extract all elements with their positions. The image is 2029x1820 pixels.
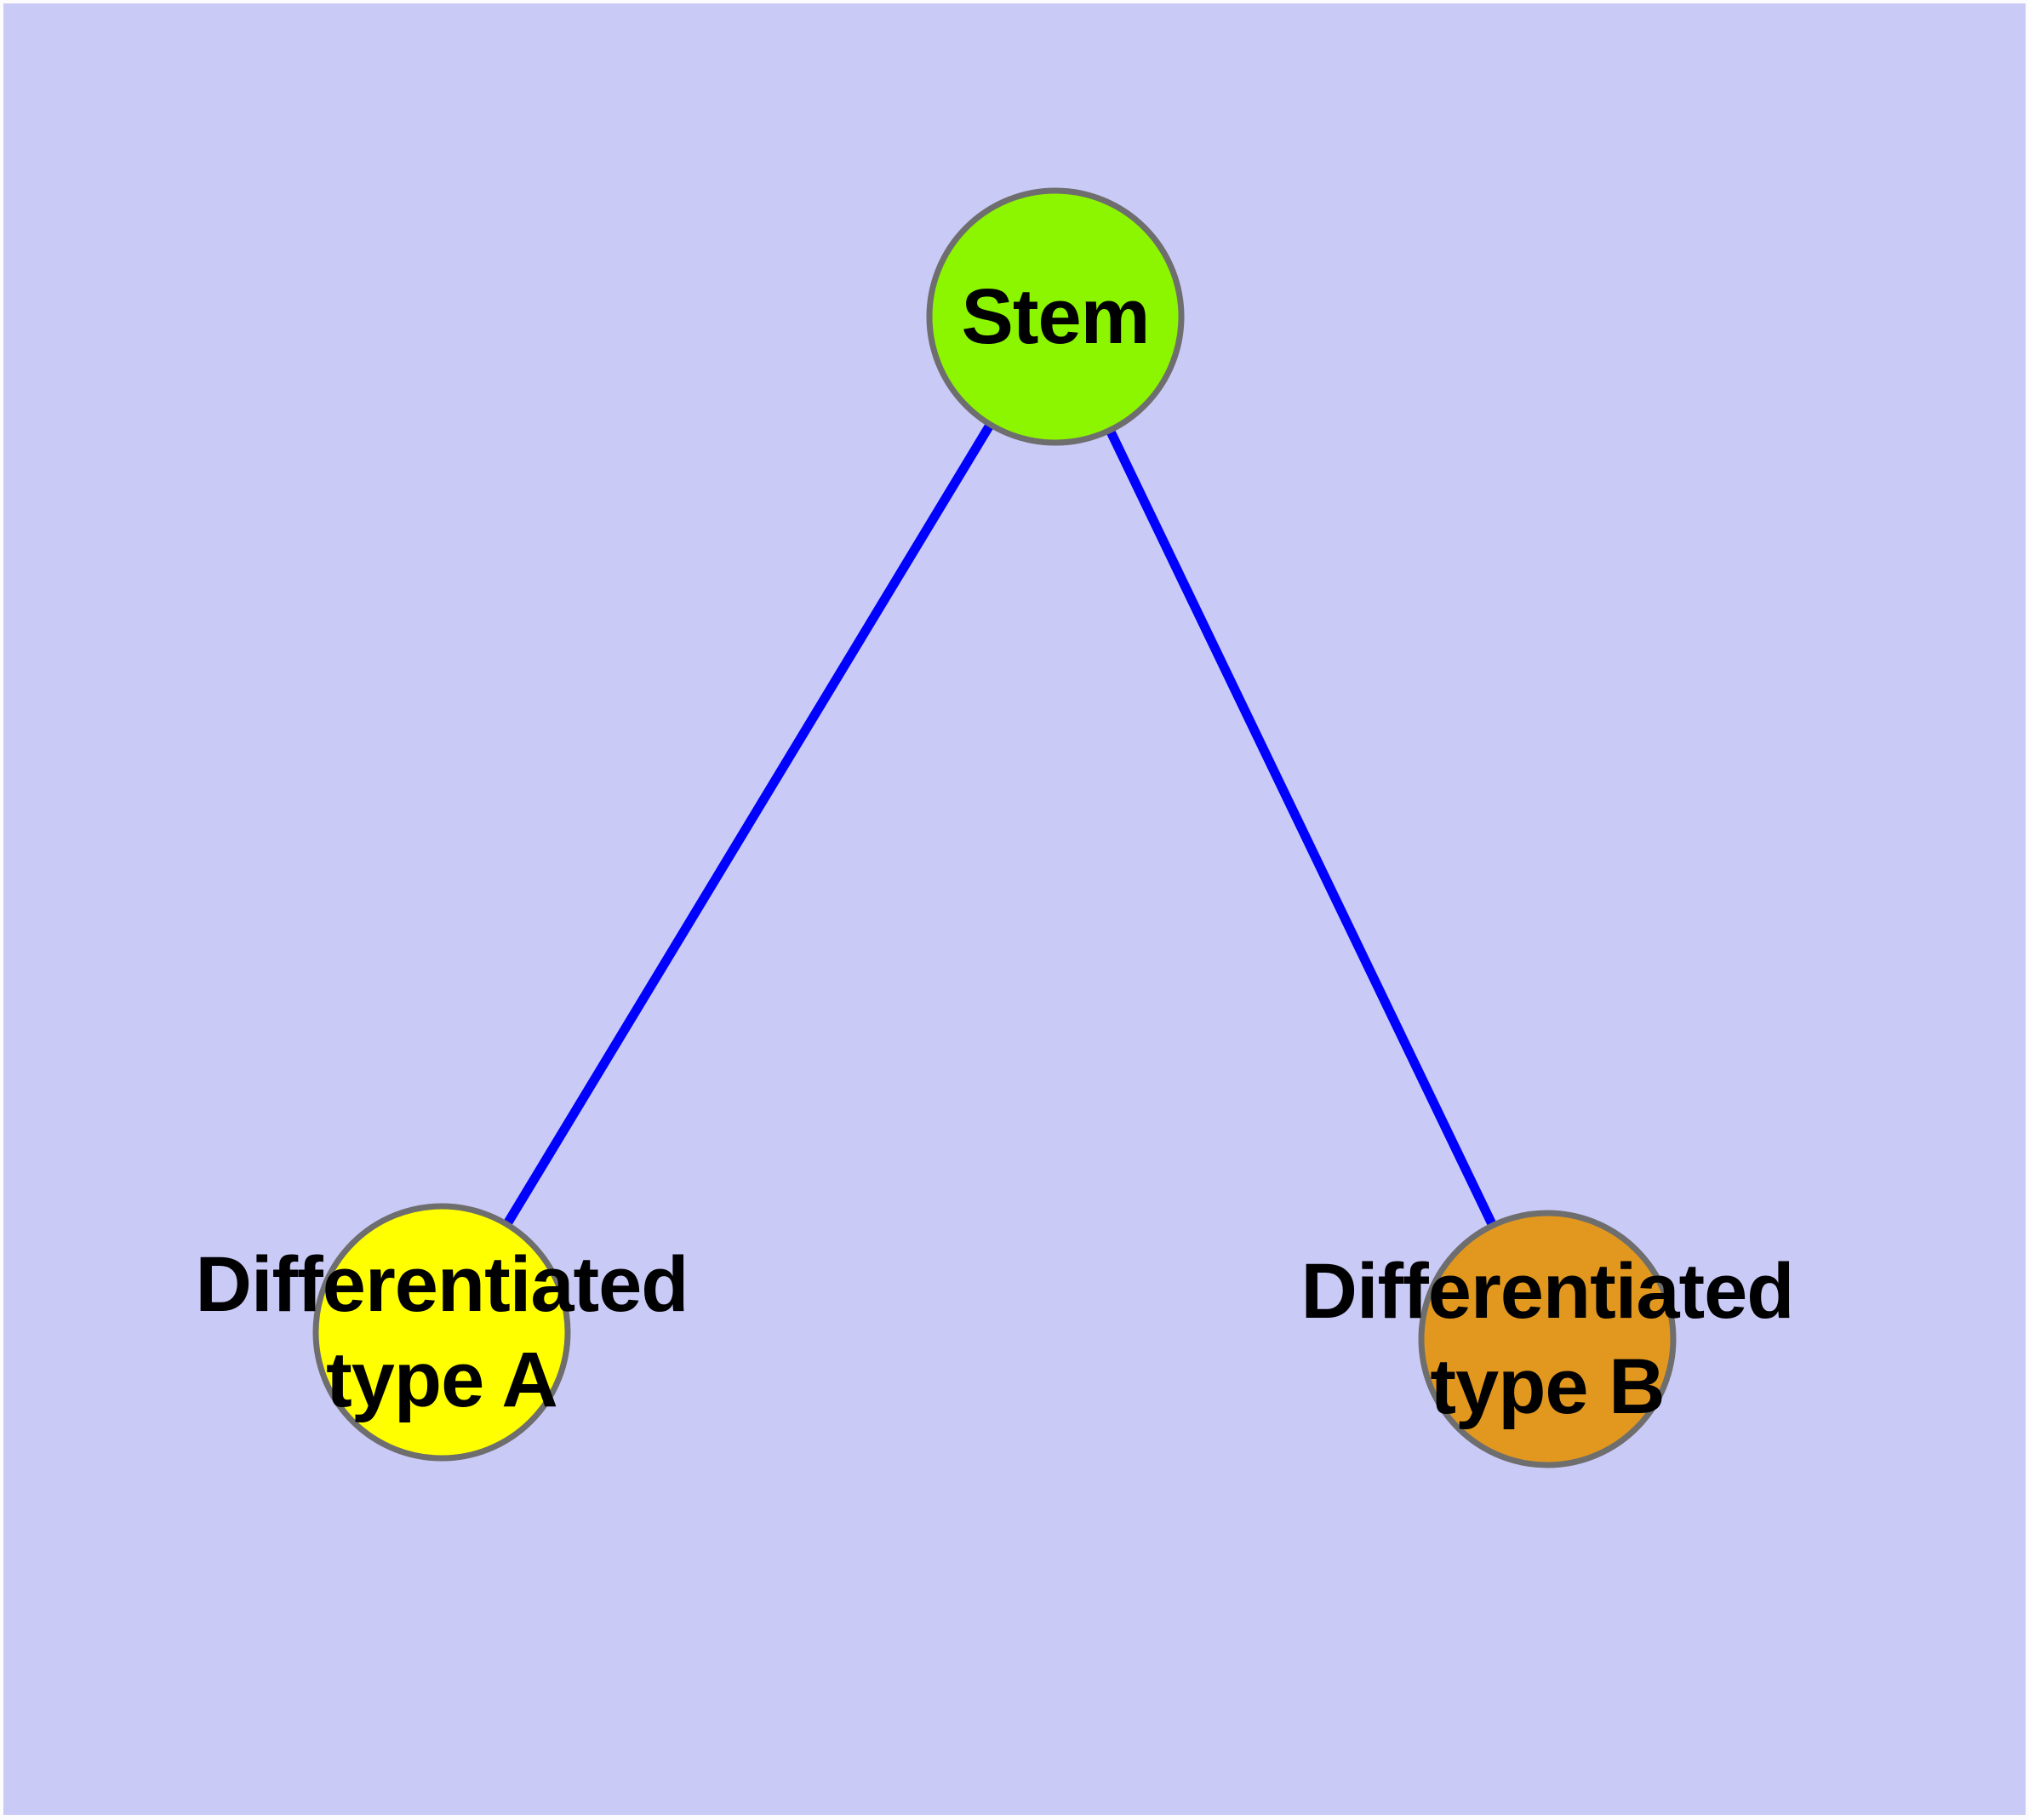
diff-b-node <box>1418 1210 1677 1468</box>
edge-stem-to-diff-a <box>437 314 1060 1335</box>
stem-node <box>926 187 1185 446</box>
diff-a-node <box>312 1203 571 1462</box>
edge-stem-to-diff-b <box>1051 314 1552 1342</box>
